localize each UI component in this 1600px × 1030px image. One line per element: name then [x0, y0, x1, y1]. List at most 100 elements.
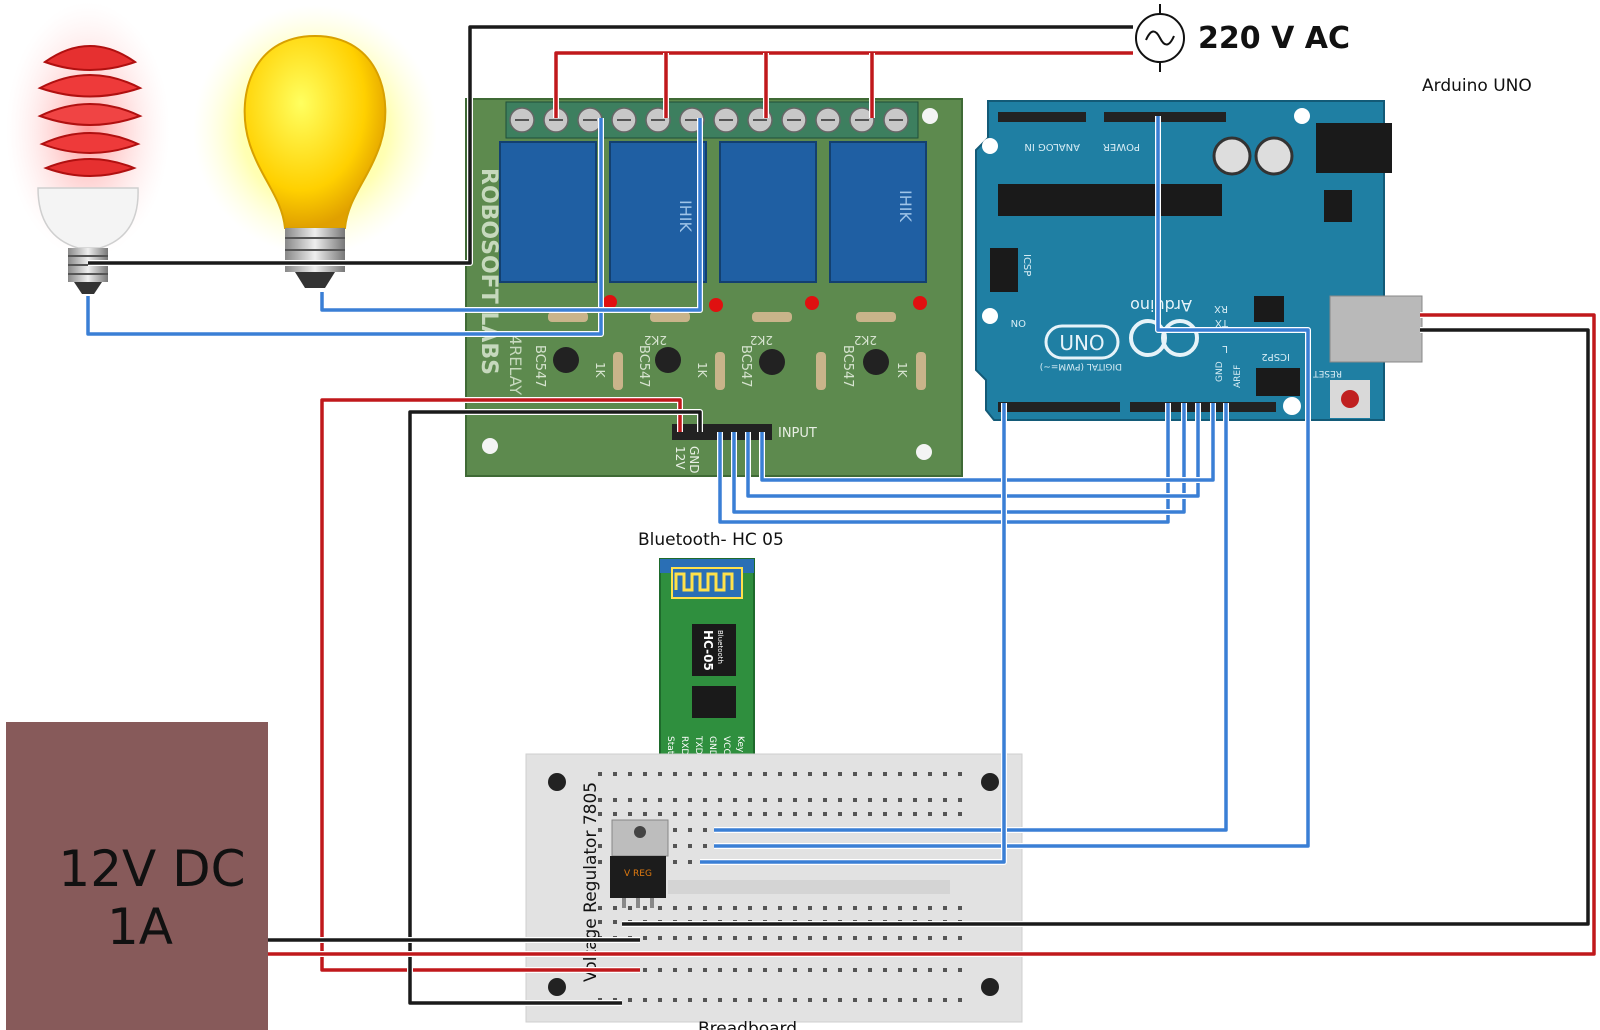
breadboard-hole [913, 812, 917, 816]
breadboard-hole [658, 812, 662, 816]
wire-bt-gnd [714, 403, 1228, 832]
breadboard-hole [658, 936, 662, 940]
resistor-h-2 [650, 312, 690, 322]
breadboard-hole [763, 936, 767, 940]
breadboard-hole [913, 798, 917, 802]
breadboard-hole [868, 936, 872, 940]
breadboard-hole [838, 936, 842, 940]
breadboard-hole [598, 798, 602, 802]
breadboard-hole [793, 936, 797, 940]
relay-led-3 [805, 296, 819, 310]
breadboard-hole [643, 798, 647, 802]
breadboard-hole [643, 998, 647, 1002]
breadboard-hole [598, 860, 602, 864]
breadboard-hole [943, 772, 947, 776]
header-digital-low [998, 402, 1120, 412]
breadboard-hole [823, 906, 827, 910]
mount-hole [916, 444, 932, 460]
breadboard-hole [658, 772, 662, 776]
breadboard-hole [913, 968, 917, 972]
breadboard-hole [928, 906, 932, 910]
breadboard-hole [703, 906, 707, 910]
label-icsp2: ICSP2 [1261, 351, 1290, 362]
breadboard-hole [823, 968, 827, 972]
breadboard-hole [958, 998, 962, 1002]
breadboard-hole [688, 812, 692, 816]
breadboard-hole [808, 812, 812, 816]
arduino-label: Arduino UNO [1422, 76, 1532, 96]
breadboard-label: Breadboard [698, 1019, 797, 1030]
relay-brand: IHIK [676, 200, 695, 232]
arduino-uno-board: ANALOG IN POWER RESET ICSP ICSP2 Arduino… [975, 100, 1423, 421]
breadboard-hole [958, 772, 962, 776]
breadboard-hole [628, 998, 632, 1002]
breadboard-hole [823, 812, 827, 816]
wire-signal-3 [746, 403, 1200, 498]
breadboard-hole [598, 906, 602, 910]
voltage-regulator-7805: V REG [610, 819, 669, 908]
breadboard-hole [763, 772, 767, 776]
breadboard-hole [928, 772, 932, 776]
breadboard-hole [868, 968, 872, 972]
breadboard-hole [793, 998, 797, 1002]
breadboard-hole [898, 812, 902, 816]
resistor-label-2k2-2: 2K2 [750, 333, 773, 347]
breadboard-hole [673, 906, 677, 910]
breadboard-hole [838, 906, 842, 910]
breadboard-hole [943, 998, 947, 1002]
breadboard-hole [898, 998, 902, 1002]
breadboard-hole [688, 936, 692, 940]
breadboard-hole [838, 998, 842, 1002]
relay-model-text: 4RELAY [506, 335, 525, 395]
label-rx: RX [1214, 303, 1228, 314]
wire-bt-rx [700, 403, 1006, 864]
breadboard-hole [838, 968, 842, 972]
hc05-chip-2 [692, 686, 736, 718]
cfl-bulb-icon [6, 2, 170, 294]
breadboard-hole [943, 968, 947, 972]
relay-brand-text: ROBOSOFT LABS [476, 168, 501, 375]
breadboard-hole [703, 998, 707, 1002]
breadboard-hole [898, 772, 902, 776]
breadboard-hole [703, 798, 707, 802]
breadboard-hole [673, 968, 677, 972]
breadboard-hole [883, 772, 887, 776]
breadboard-hole [868, 906, 872, 910]
regulator-label: Voltage Regulator 7805 [581, 782, 601, 982]
hc05-pin-label: TXD [693, 735, 703, 755]
resistor-v-3 [816, 352, 826, 390]
relay-2 [609, 141, 707, 283]
mount-hole [1294, 108, 1310, 124]
resistor-label-1k-2: 1K [695, 362, 709, 379]
relay-pin-gnd: GND [687, 446, 701, 474]
breadboard-hole [628, 812, 632, 816]
mount-hole [982, 308, 998, 324]
relay-4 [829, 141, 927, 283]
breadboard-hole [883, 906, 887, 910]
breadboard-hole [898, 906, 902, 910]
breadboard-hole [718, 936, 722, 940]
breadboard-hole [958, 968, 962, 972]
relay-led-1 [603, 295, 617, 309]
breadboard-hole [733, 968, 737, 972]
breadboard-hole [808, 968, 812, 972]
wire-arduino-gnd [622, 328, 1590, 926]
breadboard-hole [838, 772, 842, 776]
breadboard-hole [688, 968, 692, 972]
breadboard-hole [898, 798, 902, 802]
hc05-pin-label: State [665, 736, 675, 760]
resistor-h-3 [752, 312, 792, 322]
label-tx: TX [1215, 317, 1229, 328]
breadboard-hole [793, 812, 797, 816]
hc05-pin-label: VCC [721, 736, 731, 755]
breadboard-hole [643, 936, 647, 940]
breadboard-hole [868, 998, 872, 1002]
breadboard-hole [778, 906, 782, 910]
power-supply-12v: 12V DC 1A [6, 722, 268, 1030]
breadboard-hole [673, 828, 677, 832]
breadboard-hole [688, 772, 692, 776]
breadboard-hole [883, 812, 887, 816]
breadboard-hole [943, 936, 947, 940]
breadboard-hole [913, 772, 917, 776]
